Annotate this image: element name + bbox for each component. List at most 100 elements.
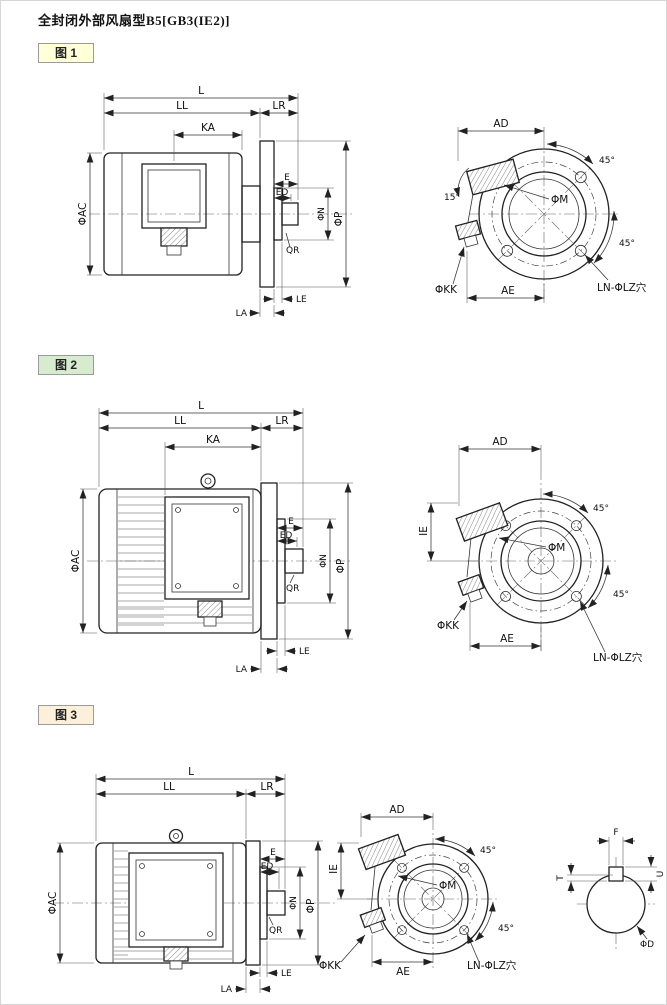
fig2-angle-45-bottom: 45° — [587, 564, 629, 609]
bolt-hole — [571, 591, 582, 602]
fig2-dim-LR: LR — [261, 415, 303, 432]
fig3-dim-LE: LE — [249, 941, 292, 979]
dim-label-AD: AD — [389, 804, 404, 816]
fig2-front-view: AD IE ΦM 45° 45° — [418, 436, 643, 664]
fig3-side-view — [53, 828, 336, 970]
dim-label-E: E — [284, 173, 290, 183]
fig2-dim-AE: AE — [469, 603, 542, 651]
cooling-fins — [118, 606, 252, 624]
angle-label-15: 15° — [444, 193, 460, 203]
dim-label-LR: LR — [272, 100, 285, 112]
fig1-dim-LZ: LN-ΦLZ穴 — [584, 254, 647, 294]
angle-label-45-bottom: 45° — [613, 590, 629, 600]
fig1-dim-LR: LR — [260, 100, 298, 117]
dim-label-KK: ΦKK — [437, 620, 460, 632]
dim-label-L: L — [198, 400, 204, 412]
dim-label-LR: LR — [275, 415, 288, 427]
spigot-circle — [500, 520, 582, 602]
terminal-box — [164, 496, 250, 600]
dim-label-M: ΦM — [439, 880, 456, 892]
dim-label-LL: LL — [176, 100, 188, 112]
fig2-dim-LA: LA — [236, 641, 288, 675]
shaft — [266, 890, 286, 916]
dim-label-M: ΦM — [548, 542, 565, 554]
bolt-hole — [574, 171, 587, 184]
dim-label-P: ΦP — [305, 899, 317, 914]
bolt-hole — [574, 244, 587, 257]
dim-label-LA: LA — [236, 665, 248, 675]
dim-label-QR: QR — [286, 246, 299, 256]
fig3-angle-45-bottom: 45° — [474, 901, 514, 942]
dim-label-N: ΦN — [317, 207, 327, 221]
fig1-angle-15: 15° — [444, 167, 470, 203]
fig1-dim-L: L — [103, 85, 299, 200]
fig3-dim-T: T — [556, 863, 613, 893]
angle-label-45-bottom: 45° — [619, 239, 635, 249]
cable-gland-front — [359, 906, 387, 934]
shaft-section — [586, 874, 646, 934]
fig2-dim-IE: IE — [418, 502, 478, 562]
fig2-dim-AC: ΦAC — [70, 488, 97, 634]
dim-label-L: L — [198, 85, 204, 97]
fig2-angle-45-top: 45° — [542, 490, 609, 514]
dim-label-LE: LE — [299, 647, 310, 657]
dim-label-N: ΦN — [289, 896, 299, 910]
fig3-dim-ED: ED — [260, 862, 280, 889]
dim-label-QR: QR — [286, 584, 299, 594]
dim-label-LL: LL — [174, 415, 186, 427]
cooling-fins — [118, 496, 164, 626]
cable-gland — [160, 227, 188, 247]
shaft-circle — [527, 547, 555, 575]
spigot-circle — [501, 171, 587, 257]
fig3-dim-M: ΦM — [397, 874, 456, 892]
fig2-dim-AD: AD — [458, 436, 542, 506]
fig3-dim-QR: QR — [268, 916, 282, 936]
figure-3-tab-label: 图 3 — [54, 708, 77, 722]
dim-label-ED: ED — [276, 188, 289, 198]
dim-label-L: L — [188, 766, 194, 778]
dim-label-LE: LE — [296, 295, 307, 305]
fig2-dim-LL: LL — [99, 415, 262, 481]
dim-label-QR: QR — [269, 926, 282, 936]
bolt-hole — [571, 520, 582, 531]
keyway — [608, 866, 624, 882]
dim-label-LA: LA — [236, 309, 248, 319]
fig1-dim-QR: QR — [285, 232, 299, 256]
fig3-dim-AE: AE — [371, 935, 433, 978]
dim-label-E: E — [270, 848, 276, 858]
fig2-dim-LZ: LN-ΦLZ穴 — [579, 600, 643, 664]
fig3-dim-F: F — [597, 828, 635, 865]
fig2-dim-N: ΦN — [287, 518, 336, 604]
fig2-dim-ED: ED — [277, 531, 298, 547]
eyebolt — [200, 473, 216, 489]
fig3-dim-LA: LA — [221, 967, 271, 995]
dim-label-AE: AE — [501, 285, 515, 297]
cable-gland-front — [454, 219, 482, 248]
angle-label-45-top: 45° — [480, 846, 496, 856]
cable-gland — [197, 600, 223, 618]
fig1-dim-KA: KA — [173, 122, 243, 161]
bolt-hole — [396, 925, 407, 935]
dim-label-AD: AD — [493, 118, 508, 130]
dim-label-KK: ΦKK — [319, 960, 342, 972]
dim-label-P: ΦP — [333, 212, 345, 227]
fig1-dim-KK: ΦKK — [435, 246, 465, 296]
figure-2-drawing: L LL LR KA ΦAC — [70, 400, 643, 675]
fig3-dim-AC: ΦAC — [47, 842, 94, 964]
fig1-dim-ED: ED — [274, 188, 292, 202]
fig2-side-view — [87, 473, 353, 640]
fig1-dim-LE: LE — [263, 242, 307, 305]
bolt-hole — [500, 591, 512, 602]
eyebolt — [168, 828, 184, 844]
fig3-dim-LR: LR — [246, 781, 285, 798]
dim-label-AC: ΦAC — [77, 203, 89, 226]
cooling-fins — [114, 850, 128, 956]
dim-label-D: ΦD — [640, 940, 654, 950]
dim-label-LZ: LN-ΦLZ穴 — [467, 959, 517, 972]
dim-label-LZ: LN-ΦLZ穴 — [597, 281, 647, 294]
dim-label-U: U — [656, 871, 666, 878]
figure-1-tab: 图 1 — [38, 43, 94, 63]
dim-label-IE: IE — [418, 526, 430, 536]
